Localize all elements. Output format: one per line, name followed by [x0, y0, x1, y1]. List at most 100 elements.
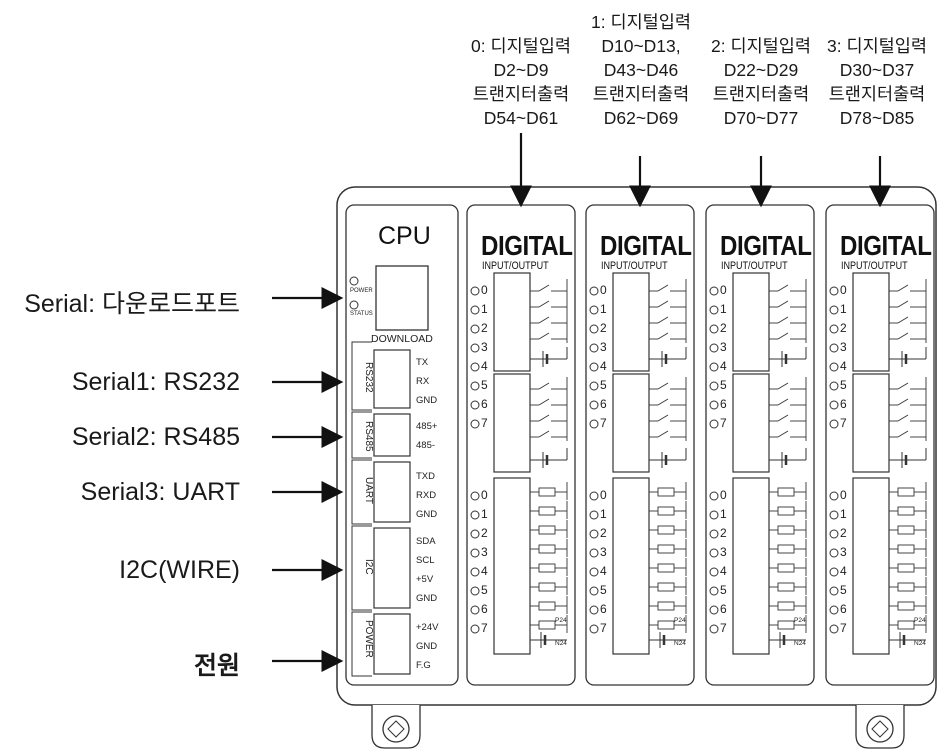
input-led: [470, 286, 480, 296]
output-channel-label: 2: [720, 526, 727, 540]
load-symbol: [530, 596, 568, 614]
module-subtitle: INPUT/OUTPUT: [841, 260, 908, 272]
pin-label: GND: [416, 593, 438, 604]
module-subtitle: INPUT/OUTPUT: [482, 260, 549, 272]
pin-label: RXD: [416, 490, 437, 501]
module-title: DIGITAL: [600, 230, 692, 261]
switch-symbol: [530, 409, 568, 425]
load-symbol: [530, 577, 568, 595]
output-led: [470, 529, 480, 539]
load-symbol: [769, 482, 807, 500]
input-terminal-block: [852, 272, 890, 372]
module-title: DIGITAL: [840, 230, 932, 261]
input-led: [829, 286, 839, 296]
load-symbol: [649, 539, 687, 557]
switch-symbol: [649, 311, 687, 327]
output-led: [470, 586, 480, 596]
output-led: [470, 510, 480, 520]
output-led: [709, 567, 719, 577]
input-led: [470, 305, 480, 315]
module-0-desc: 0: 디지털입력 D2~D9 트랜지터출력 D54~D61: [454, 34, 588, 130]
output-channel-label: 3: [720, 545, 727, 559]
output-channel-label: 6: [481, 602, 488, 616]
switch-symbol: [889, 279, 927, 295]
output-terminal-block: [493, 477, 531, 655]
input-led: [589, 400, 599, 410]
output-led: [589, 567, 599, 577]
input-led: [589, 419, 599, 429]
port-i2c-label: I2C: [363, 559, 374, 575]
input-led: [589, 305, 599, 315]
output-led: [589, 510, 599, 520]
output-channel-label: 0: [720, 488, 727, 502]
n24-label: N24: [674, 640, 686, 647]
module-1-line: 트랜지터출력: [592, 84, 690, 104]
output-led: [470, 548, 480, 558]
switch-symbol: [530, 377, 568, 393]
input-channel-label: 3: [481, 340, 488, 354]
input-led: [829, 362, 839, 372]
input-terminal-block: [852, 373, 890, 473]
load-symbol: [889, 615, 927, 633]
battery-symbol: [769, 347, 807, 367]
pin-label: GND: [416, 641, 438, 652]
download-port: [375, 265, 429, 331]
module-3-line: 3: 디지털입력: [827, 36, 927, 56]
input-channel-label: 1: [720, 302, 727, 316]
load-symbol: [889, 501, 927, 519]
pin-label: +5V: [416, 574, 434, 585]
output-led: [589, 529, 599, 539]
input-channel-label: 7: [600, 416, 607, 430]
input-channel-label: 0: [481, 283, 488, 297]
switch-symbol: [530, 295, 568, 311]
pin-label: GND: [416, 509, 438, 520]
module-0-line: 트랜지터출력: [472, 84, 570, 104]
input-channel-label: 5: [481, 378, 488, 392]
battery-symbol: [649, 347, 687, 367]
output-channel-label: 5: [600, 583, 607, 597]
output-channel-label: 4: [840, 564, 847, 578]
switch-symbol: [889, 327, 927, 343]
rs232-block: [373, 349, 411, 409]
output-channel-label: 3: [481, 545, 488, 559]
output-channel-label: 3: [600, 545, 607, 559]
input-channel-label: 4: [600, 359, 607, 373]
input-channel-label: 7: [481, 416, 488, 430]
pin-label: GND: [416, 395, 438, 406]
output-led: [709, 548, 719, 558]
n24-label: N24: [794, 640, 806, 647]
output-channel-label: 7: [720, 621, 727, 635]
module-3-line: D30~D37: [839, 60, 915, 80]
load-symbol: [769, 615, 807, 633]
output-led: [589, 548, 599, 558]
port-rs232-label: RS232: [363, 362, 374, 393]
input-channel-label: 5: [720, 378, 727, 392]
input-channel-label: 5: [840, 378, 847, 392]
input-led: [709, 286, 719, 296]
load-symbol: [530, 615, 568, 633]
p24-label: P24: [794, 617, 806, 624]
input-led: [589, 324, 599, 334]
battery-symbol: [889, 347, 927, 367]
load-symbol: [769, 577, 807, 595]
input-channel-label: 3: [840, 340, 847, 354]
output-led: [709, 491, 719, 501]
output-channel-label: 6: [600, 602, 607, 616]
load-symbol: [649, 577, 687, 595]
load-symbol: [889, 539, 927, 557]
output-channel-label: 5: [840, 583, 847, 597]
output-led: [589, 491, 599, 501]
download-label: DOWNLOAD: [371, 333, 433, 345]
output-led: [470, 567, 480, 577]
input-led: [829, 343, 839, 353]
load-symbol: [649, 558, 687, 576]
load-symbol: [769, 520, 807, 538]
module-0-line: D2~D9: [493, 60, 549, 80]
pin-label: TX: [416, 357, 429, 368]
output-led: [829, 586, 839, 596]
output-led: [829, 548, 839, 558]
output-channel-label: 2: [600, 526, 607, 540]
module-1-desc: 1: 디지털입력 D10~D13, D43~D46 트랜지터출력 D62~D69: [574, 10, 708, 130]
switch-symbol: [649, 295, 687, 311]
